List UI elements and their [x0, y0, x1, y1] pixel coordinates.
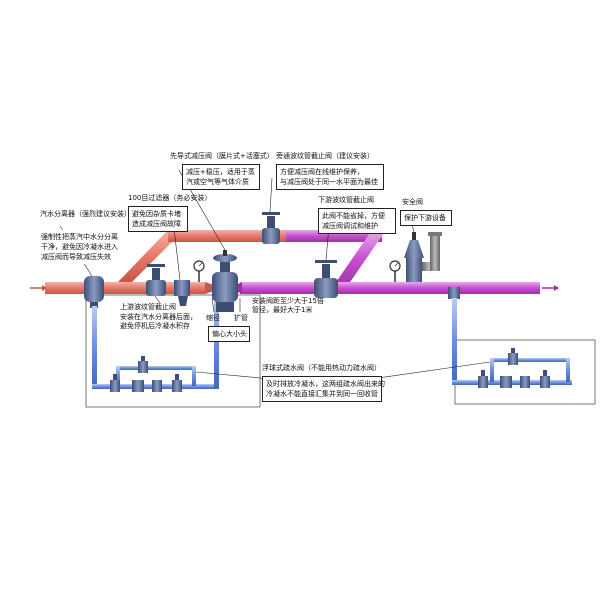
- bypass-riser-pipe: [118, 230, 178, 282]
- right-trap-set-icons: [478, 348, 550, 388]
- upstream-pressure-gauge-icon: [193, 260, 205, 282]
- strainer-icon: [174, 280, 190, 306]
- strainer-note: 避免因杂质卡堵 造成减压阀故障: [128, 206, 188, 232]
- pilot-valve-title: 先导式减压阀（膜片式+活塞式）: [170, 152, 274, 160]
- upstream-valve-note: 安装在汽水分离器后面，避免停机后冷凝水积存: [120, 313, 197, 330]
- left-trap-set-icons: [110, 356, 182, 392]
- bypass-valve-title: 旁通波纹管截止阀（建议安装）: [276, 152, 374, 160]
- reducer-fitting: [205, 282, 214, 294]
- left-trap-frame: [85, 294, 261, 408]
- upstream-globe-valve-icon: [146, 264, 166, 296]
- separator-icon: [84, 276, 104, 308]
- strainer-title: 100目过滤器（务必安装）: [128, 194, 212, 202]
- left-drain-up-pipe: [214, 296, 219, 389]
- safety-valve-icon: [404, 232, 442, 282]
- install-distance-note: 安装阀距至少大于15倍管径，最好大于1米: [252, 297, 324, 314]
- upstream-valve-title: 上游波纹管截止阀: [120, 303, 176, 311]
- downstream-pressure-gauge-icon: [389, 260, 401, 282]
- separator-title: 汽水分离器（强烈建议安装）: [40, 210, 131, 218]
- bypass-drop-pipe: [332, 230, 386, 288]
- downstream-main-pipe: [240, 282, 540, 294]
- drain-pocket-icon: [448, 287, 460, 299]
- right-drain-down-pipe: [452, 298, 457, 384]
- right-trap-frame: [454, 339, 596, 405]
- reducer-label: 缩径: [206, 314, 220, 322]
- safety-valve-note: 保护下游设备: [400, 210, 452, 226]
- pilot-valve-note: 减压+稳压，适用于蒸 汽或空气等气体介质: [182, 164, 260, 190]
- eccentric-reducer-note: 偏心大小头: [208, 326, 250, 342]
- steam-trap-note: 及时排放冷凝水，这两组疏水阀出来的 冷凝水不能直接汇集并到同一回收管: [262, 376, 385, 402]
- left-trap-bypass-pipe: [116, 366, 196, 370]
- downstream-globe-valve-icon: [314, 260, 338, 298]
- separator-note: 强制性把蒸汽中水分分离 干净，避免因冷凝水进入 减压阀而导致减压失效: [38, 230, 124, 264]
- left-drain-down-pipe: [92, 306, 97, 388]
- leader-lines: [59, 169, 491, 381]
- safety-valve-title: 安全阀: [402, 198, 423, 206]
- bypass-upstream-pipe: [168, 230, 288, 242]
- bypass-globe-valve-icon: [262, 212, 280, 244]
- inlet-arrowhead-icon: [42, 285, 47, 291]
- downstream-valve-title: 下游波纹管截止阀: [318, 196, 374, 204]
- outlet-arrowhead-icon: [554, 285, 559, 291]
- right-trap-bypass-pipe: [490, 358, 570, 362]
- pressure-reducing-valve-icon: [212, 250, 238, 312]
- bypass-valve-note: 方便减压阀在线维护保养， 与减压阀处于同一水平面为最佳: [276, 164, 384, 190]
- downstream-valve-note: 此阀不能省掉，方便 减压阀调试和维护: [318, 208, 396, 234]
- steam-trap-title: 浮球式疏水阀（不能用热动力疏水阀）: [262, 364, 381, 372]
- expander-label: 扩管: [234, 314, 248, 322]
